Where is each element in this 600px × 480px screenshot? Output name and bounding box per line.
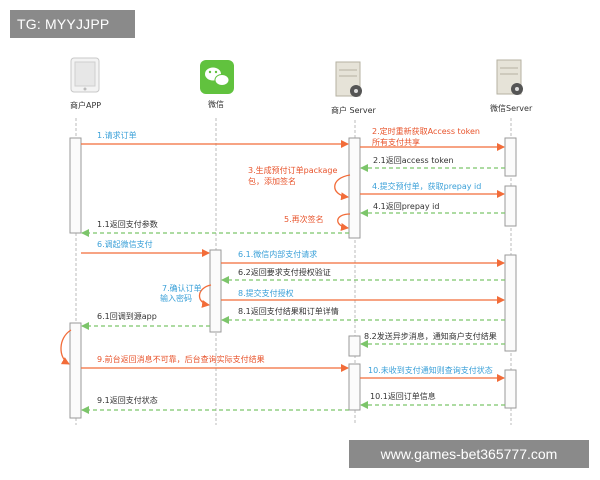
message-label: 8.1返回支付结果和订单详情 [238, 306, 339, 316]
message-label: 9.1返回支付状态 [97, 395, 158, 405]
activation-bar [504, 185, 517, 227]
message-label: 1.请求订单 [97, 130, 137, 140]
message-label: 8.提交支付授权 [238, 288, 294, 298]
message-label: 6.1回调到源app [97, 312, 157, 321]
message-label: 1.1返回支付参数 [97, 219, 158, 229]
message-label: 10.1返回订单信息 [370, 391, 436, 401]
actor-label-merchant-server: 商户 Server [331, 105, 376, 115]
message-label: 包，添加签名 [248, 176, 296, 186]
server-icon [335, 61, 362, 97]
header-tag: TG: MYYJJPP [10, 10, 135, 38]
message-label: 6.调起微信支付 [97, 239, 153, 249]
message-label: 4.提交预付单，获取prepay id [372, 181, 481, 191]
message-label: 10.未收到支付通知则查询支付状态 [368, 365, 493, 375]
message-label: 8.2发送异步消息，通知商户支付结果 [364, 331, 497, 341]
message-label: 5.再次签名 [284, 214, 324, 224]
actor-label-wechat-server: 微信Server [490, 103, 533, 113]
activation-bar [504, 369, 517, 409]
message-label: 6.1.微信内部支付请求 [238, 249, 317, 259]
phone-icon [70, 57, 100, 93]
activation-bar [69, 322, 82, 419]
self-arrow-sign-again [337, 213, 351, 231]
message-label: 3.生成预付订单package [248, 165, 337, 175]
activation-bar [348, 335, 361, 357]
activation-bar [209, 249, 222, 333]
message-label: 4.1返回prepay id [373, 202, 439, 211]
message-label: 6.2返回要求支付授权验证 [238, 267, 331, 277]
message-label: 所有支付共享 [372, 137, 420, 147]
activation-bar [348, 363, 361, 411]
watermark: www.games-bet365777.com [349, 440, 589, 468]
self-arrow-generate-order [334, 174, 351, 201]
activation-bar [504, 137, 517, 177]
activation-bar [69, 137, 82, 234]
message-label: 7.确认订单 [162, 283, 202, 293]
wechat-icon [200, 60, 234, 94]
actor-label-wechat: 微信 [208, 99, 224, 109]
activation-bar [348, 137, 361, 239]
actor-label-merchant-app: 商户APP [70, 100, 101, 110]
activation-bar [504, 254, 517, 352]
message-label: 2.1返回access token [373, 156, 454, 165]
message-label: 2.定时重新获取Access token [372, 126, 480, 136]
message-label: 9.前台返回消息不可靠，后台查询实际支付结果 [97, 354, 265, 364]
message-label: 输入密码 [160, 293, 192, 303]
self-arrow-callback [60, 329, 72, 365]
self-arrow-confirm-order [198, 284, 212, 308]
server-icon [496, 59, 523, 95]
